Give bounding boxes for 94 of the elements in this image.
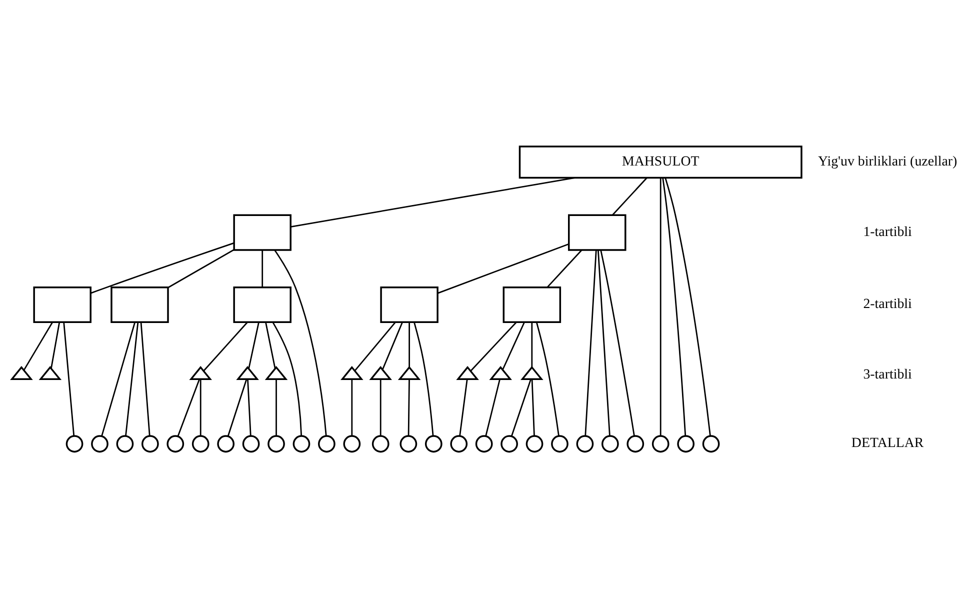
connector bbox=[276, 379, 277, 436]
connector bbox=[459, 379, 468, 436]
connector bbox=[23, 322, 54, 371]
node-box bbox=[380, 286, 438, 323]
connector bbox=[90, 242, 234, 294]
connector bbox=[485, 379, 500, 436]
connector bbox=[272, 322, 302, 436]
node-triangle bbox=[456, 366, 479, 380]
connector bbox=[140, 322, 150, 436]
node-box bbox=[233, 286, 292, 323]
connector bbox=[351, 379, 353, 436]
connector bbox=[382, 322, 403, 370]
connector bbox=[408, 322, 410, 368]
connector bbox=[168, 249, 234, 288]
node-circle bbox=[318, 435, 336, 453]
node-triangle bbox=[398, 366, 421, 380]
node-circle bbox=[626, 435, 644, 453]
label: 1-tartibli bbox=[863, 224, 912, 240]
label: 2-tartibli bbox=[863, 297, 912, 312]
connector bbox=[290, 177, 575, 228]
node-triangle bbox=[236, 366, 259, 380]
connector bbox=[125, 322, 139, 436]
node-circle bbox=[242, 435, 260, 453]
node-circle bbox=[343, 435, 361, 453]
node-circle bbox=[372, 435, 390, 453]
label: Yig'uv birliklari (uzellar) bbox=[818, 154, 958, 170]
node-circle bbox=[116, 435, 134, 453]
connector bbox=[227, 379, 248, 436]
node-circle bbox=[292, 435, 310, 453]
connector bbox=[502, 322, 525, 370]
node-circle bbox=[268, 435, 285, 453]
connector bbox=[597, 250, 610, 436]
node-box bbox=[502, 286, 562, 323]
connector bbox=[660, 178, 662, 436]
connector bbox=[600, 250, 635, 436]
connector bbox=[200, 379, 202, 436]
node-box bbox=[33, 286, 92, 323]
node-triangle bbox=[520, 366, 544, 380]
connector bbox=[510, 379, 532, 436]
connector bbox=[662, 178, 686, 436]
connector bbox=[408, 379, 410, 436]
node-circle bbox=[217, 435, 235, 453]
connector bbox=[531, 379, 535, 436]
node-circle bbox=[400, 435, 418, 453]
node-box bbox=[568, 214, 626, 251]
connector bbox=[612, 177, 648, 216]
connector bbox=[354, 322, 396, 372]
node-circle bbox=[192, 435, 210, 453]
node-triangle bbox=[189, 366, 212, 380]
node-box bbox=[233, 214, 292, 251]
node-circle bbox=[166, 435, 184, 453]
node-circle bbox=[576, 435, 594, 453]
connector bbox=[101, 322, 136, 436]
connector bbox=[380, 379, 382, 436]
node-box: MAHSULOT bbox=[518, 146, 802, 179]
node-triangle bbox=[10, 366, 33, 380]
node-triangle bbox=[38, 366, 62, 380]
connector bbox=[546, 250, 582, 288]
connector bbox=[262, 250, 264, 288]
node-circle bbox=[702, 435, 720, 453]
label: DETALLAR bbox=[851, 436, 924, 452]
node-circle bbox=[652, 435, 670, 453]
node-circle bbox=[141, 435, 159, 453]
node-triangle bbox=[489, 366, 512, 380]
connector bbox=[536, 322, 560, 436]
node-triangle bbox=[369, 366, 392, 380]
node-circle bbox=[601, 435, 619, 453]
node-circle bbox=[424, 435, 442, 453]
connector bbox=[470, 322, 517, 372]
connector bbox=[247, 379, 252, 436]
node-circle bbox=[66, 435, 84, 453]
connector bbox=[584, 250, 597, 436]
connector bbox=[63, 322, 75, 436]
node-circle bbox=[475, 435, 493, 453]
node-circle bbox=[677, 435, 695, 453]
label: 3-tartibli bbox=[863, 367, 912, 382]
connector bbox=[265, 322, 276, 369]
connector bbox=[50, 322, 60, 369]
connector bbox=[274, 250, 327, 436]
node-box bbox=[110, 286, 169, 323]
node-circle bbox=[450, 435, 468, 453]
node-triangle bbox=[264, 366, 288, 380]
connector bbox=[664, 178, 711, 436]
connector bbox=[177, 379, 200, 436]
connector bbox=[438, 243, 569, 294]
connector bbox=[414, 322, 434, 436]
connector bbox=[531, 322, 533, 368]
node-triangle bbox=[340, 366, 364, 380]
node-circle bbox=[551, 435, 568, 453]
node-circle bbox=[500, 435, 518, 453]
node-circle bbox=[91, 435, 108, 453]
connector bbox=[248, 322, 260, 369]
connector bbox=[203, 322, 248, 372]
node-circle bbox=[526, 435, 544, 453]
